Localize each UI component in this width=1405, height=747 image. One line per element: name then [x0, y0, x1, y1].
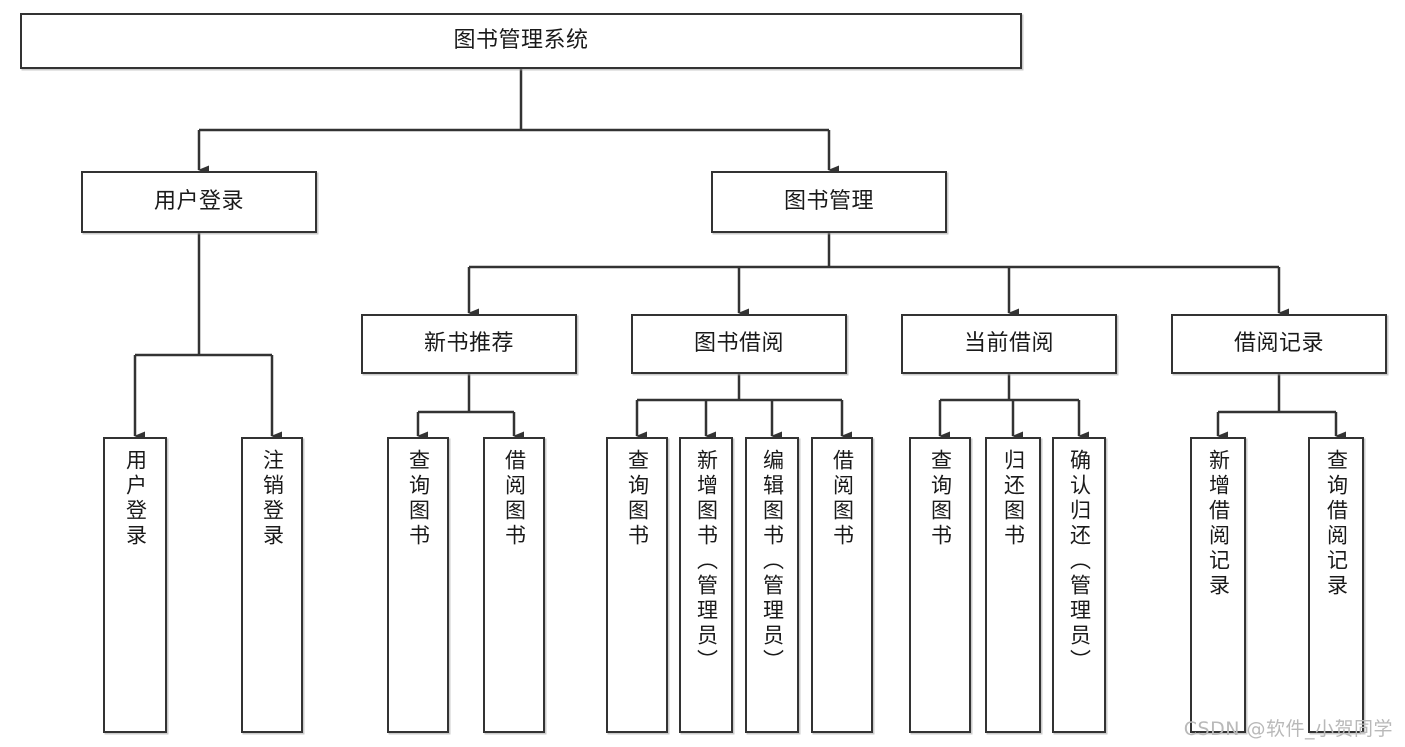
- node-label: 查询图书: [625, 449, 650, 549]
- node-label: 查询图书: [406, 449, 431, 549]
- node-leaf_7[interactable]: 借阅图书: [811, 437, 873, 733]
- node-label: 图书管理: [783, 188, 874, 214]
- node-leaf_3[interactable]: 借阅图书: [483, 437, 545, 733]
- csdn-watermark: CSDN @软件_小贺同学: [1183, 718, 1393, 740]
- node-leaf_11[interactable]: 新增借阅记录: [1190, 437, 1246, 733]
- node-leaf_12[interactable]: 查询借阅记录: [1308, 437, 1364, 733]
- node-leaf_4[interactable]: 查询图书: [606, 437, 668, 733]
- node-leaf_9[interactable]: 归还图书: [985, 437, 1041, 733]
- node-label: 归还图书: [1001, 449, 1026, 549]
- node-label: 借阅记录: [1233, 330, 1324, 356]
- node-label: 图书借阅: [693, 330, 784, 356]
- node-leaf_5[interactable]: 新增图书（管理员）: [679, 437, 733, 733]
- node-label: 图书管理系统: [453, 27, 589, 53]
- node-l3_1[interactable]: 图书借阅: [631, 314, 847, 374]
- node-label: 编辑图书（管理员）: [760, 449, 785, 674]
- node-l3_3[interactable]: 借阅记录: [1171, 314, 1387, 374]
- node-label: 借阅图书: [502, 449, 527, 549]
- node-label: 查询借阅记录: [1324, 449, 1349, 599]
- node-label: 查询图书: [928, 449, 953, 549]
- node-label: 注销登录: [260, 449, 285, 549]
- node-leaf_8[interactable]: 查询图书: [909, 437, 971, 733]
- node-leaf_0[interactable]: 用户登录: [103, 437, 167, 733]
- node-l3_0[interactable]: 新书推荐: [361, 314, 577, 374]
- node-l3_2[interactable]: 当前借阅: [901, 314, 1117, 374]
- node-l2_1[interactable]: 图书管理: [711, 171, 947, 233]
- node-label: 用户登录: [123, 449, 148, 549]
- node-leaf_2[interactable]: 查询图书: [387, 437, 449, 733]
- node-label: 新增借阅记录: [1206, 449, 1231, 599]
- node-label: 新书推荐: [423, 330, 514, 356]
- node-leaf_6[interactable]: 编辑图书（管理员）: [745, 437, 799, 733]
- node-label: 当前借阅: [963, 330, 1054, 356]
- node-label: 用户登录: [153, 188, 244, 214]
- node-label: 新增图书（管理员）: [694, 449, 719, 674]
- node-l2_0[interactable]: 用户登录: [81, 171, 317, 233]
- node-label: 确认归还（管理员）: [1067, 449, 1092, 674]
- node-root[interactable]: 图书管理系统: [20, 13, 1022, 69]
- connector-paths: [133, 69, 1346, 441]
- node-label: 借阅图书: [830, 449, 855, 549]
- node-leaf_10[interactable]: 确认归还（管理员）: [1052, 437, 1106, 733]
- node-leaf_1[interactable]: 注销登录: [241, 437, 303, 733]
